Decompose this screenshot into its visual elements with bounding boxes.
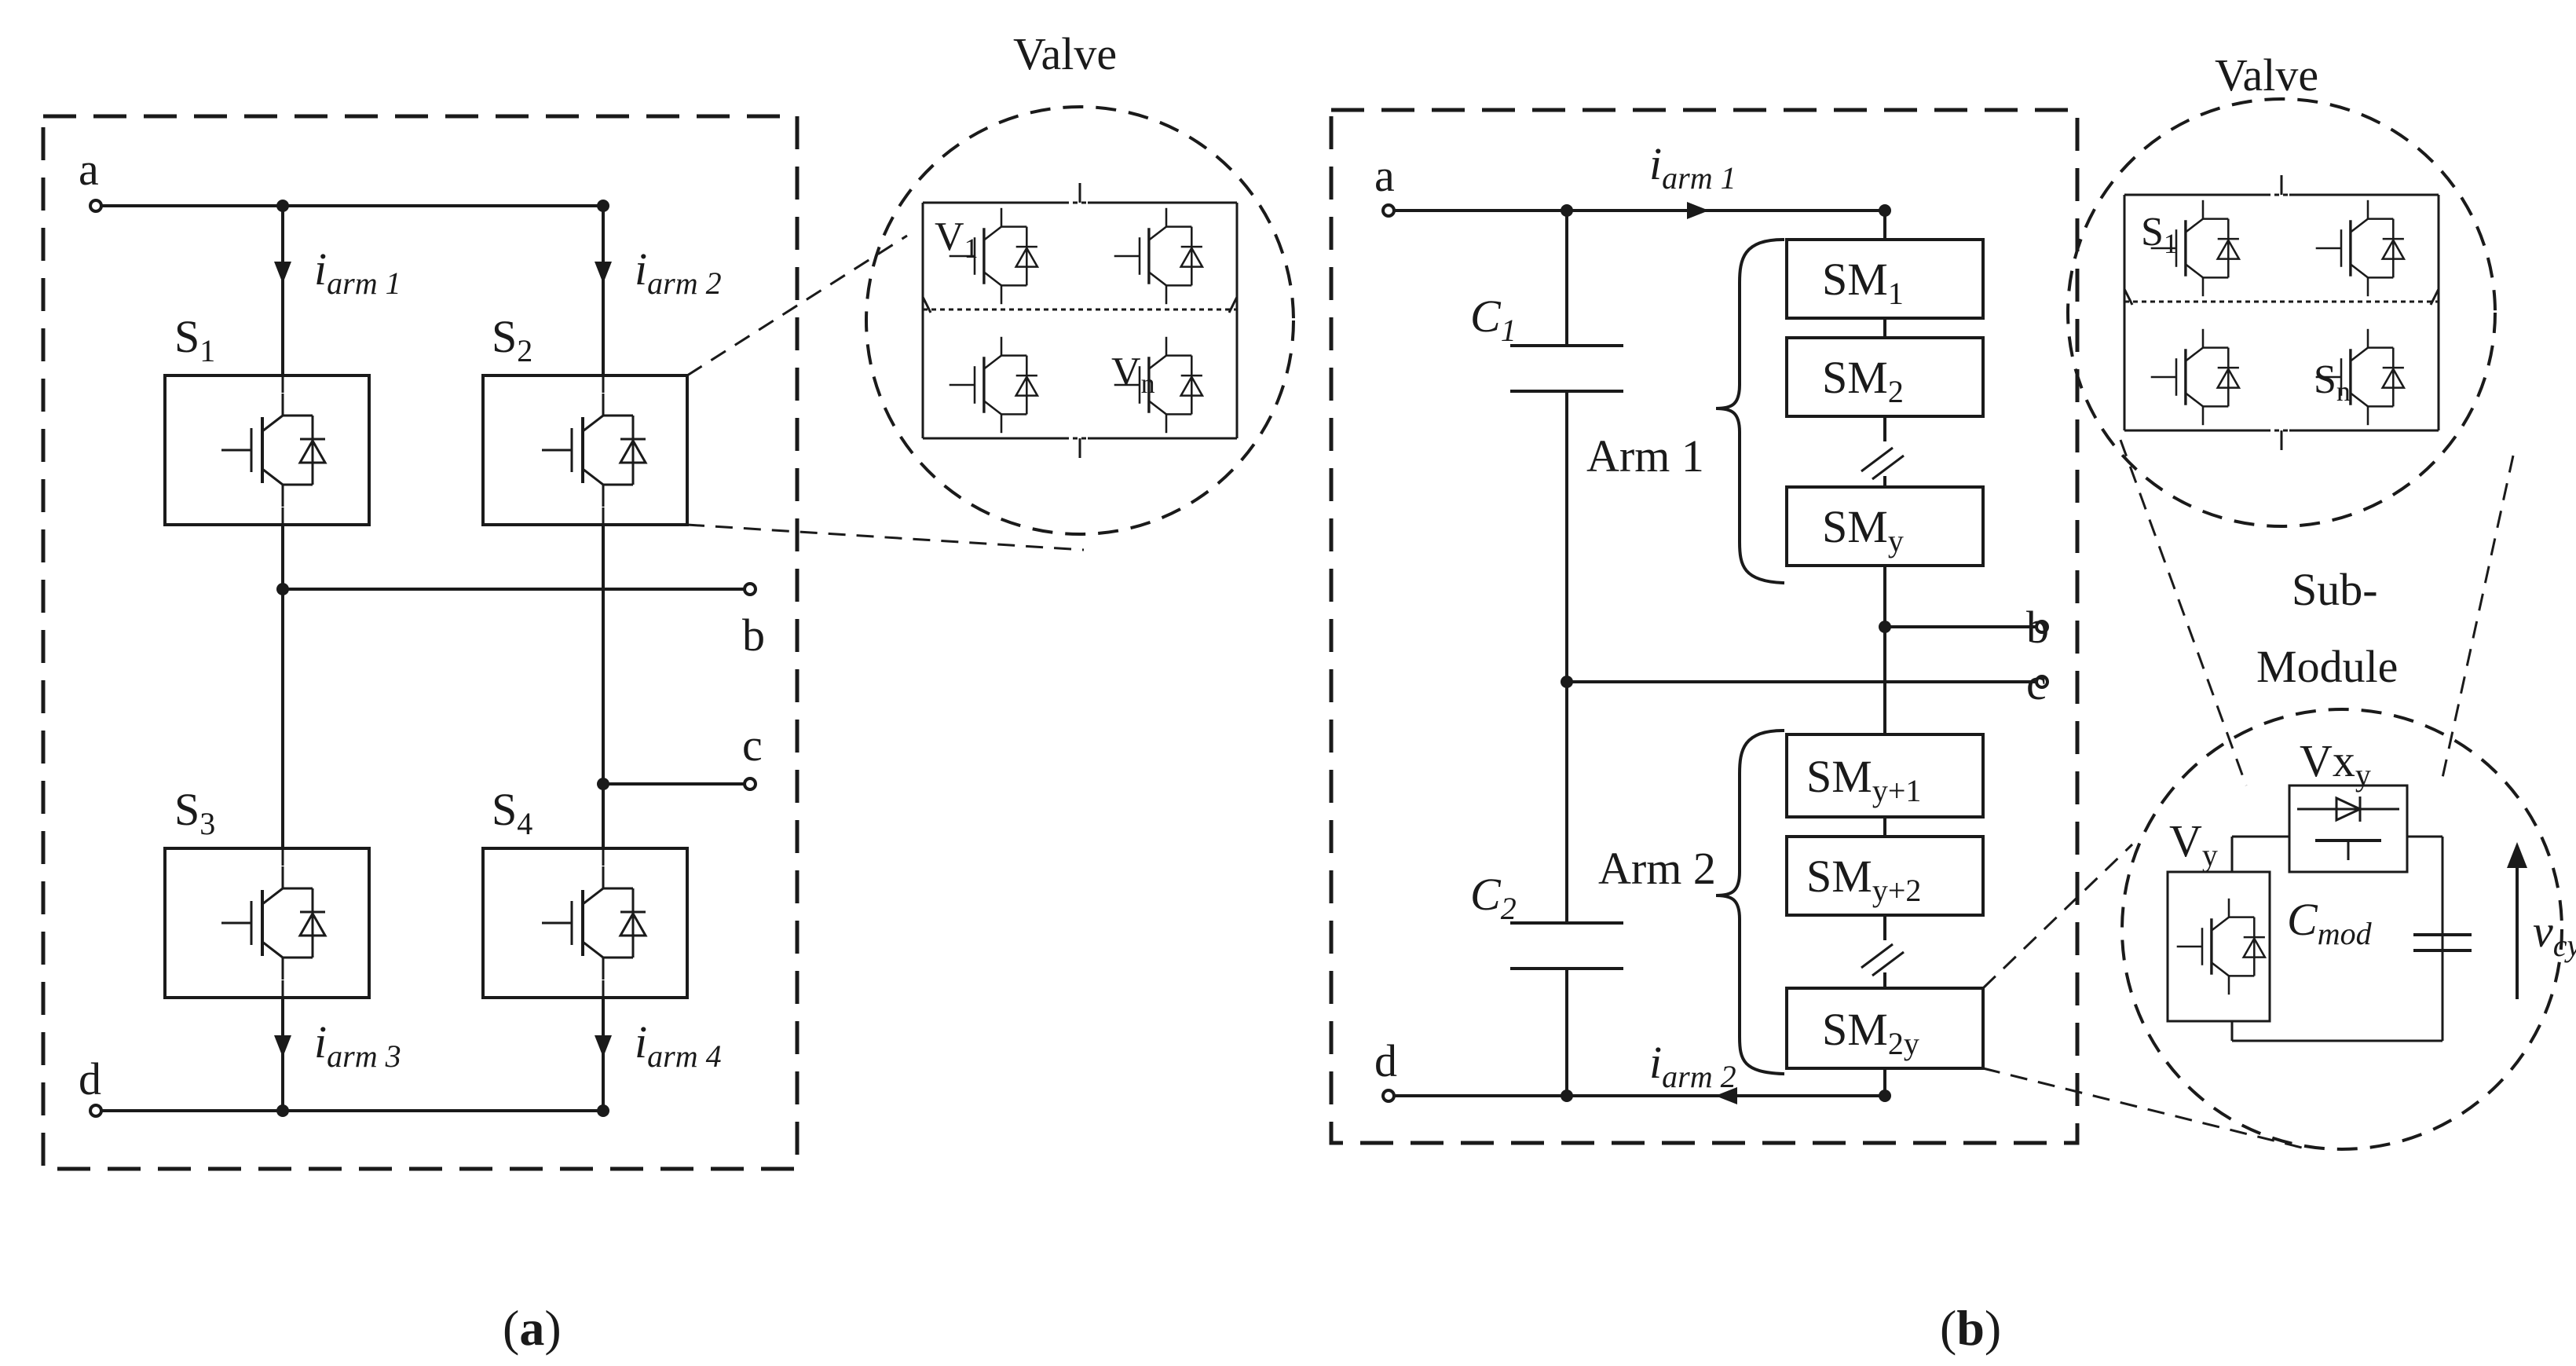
submodule-title-line1: Sub- [2292, 564, 2378, 615]
svg-text:SM2: SM2 [1822, 352, 1904, 409]
svg-text:SMy+2: SMy+2 [1806, 851, 1921, 908]
current-b-bottom-label: iarm 2 [1649, 1037, 1736, 1094]
valve-title-b: Valve [2215, 49, 2318, 101]
svg-text:SM2y: SM2y [1822, 1004, 1919, 1061]
arm1-brace [1715, 237, 1785, 585]
svg-text:SM1: SM1 [1822, 254, 1904, 311]
valve-title-a: Valve [1013, 28, 1117, 79]
svg-text:SMy: SMy [1822, 501, 1904, 558]
submodule-smy: SMy [1785, 485, 1985, 567]
caption-a: (a) [503, 1300, 562, 1356]
cap-c1-label: C1 [1470, 291, 1517, 348]
node-a-label: a [79, 144, 99, 195]
current-arm4-label: iarm 4 [635, 1016, 722, 1074]
switch-s1-label: S1 [174, 311, 215, 368]
submodule-smy1: SMy+1 [1785, 733, 1985, 819]
valve-vn-label: Vn [1111, 350, 1155, 399]
current-b-top-label: iarm 1 [1649, 138, 1736, 196]
valve-v1-label: V1 [935, 214, 979, 264]
sm-vx-label: Vxy [2300, 735, 2371, 793]
panel-a-frame [41, 114, 800, 1171]
submodule-smy2: SMy+2 [1785, 835, 1985, 917]
switch-s2 [481, 374, 689, 526]
submodule-sm1: SM1 [1785, 238, 1985, 320]
switch-s4 [481, 847, 689, 999]
valve-zoom-a: V1 Vn [865, 105, 1295, 536]
sm-vy-label: Vy [2169, 815, 2218, 873]
panel-b-frame [1329, 108, 2080, 1145]
svg-text:SMy+1: SMy+1 [1806, 751, 1921, 808]
cap-c2-label: C2 [1470, 869, 1517, 926]
switch-s4-label: S4 [492, 784, 532, 841]
sm-cmod-label: Cmod [2287, 894, 2373, 951]
valve-s1-label: S1 [2141, 210, 2178, 259]
current-arm2-label: iarm 2 [635, 244, 722, 301]
arm1-label: Arm 1 [1586, 430, 1704, 482]
arm2-brace [1715, 728, 1785, 1076]
valve-sn-label: Sn [2314, 357, 2351, 407]
switch-s1 [163, 374, 371, 526]
node-b-b-label: b [2026, 602, 2049, 653]
panel-a: a b c d iarm 1 iarm 2 iarm 3 iarm 4 [41, 28, 1295, 1356]
valve-zoom-b: S1 Sn [2066, 97, 2497, 528]
node-b-a-label: a [1374, 150, 1395, 201]
node-c-label: c [742, 720, 763, 771]
submodule-sm2: SM2 [1785, 336, 1985, 418]
submodule-zoom: Vxy Vy Cmod vcy [2120, 708, 2576, 1151]
sm-vcy-label: vcy [2533, 906, 2576, 963]
switch-s3-label: S3 [174, 784, 215, 841]
current-arm1-label: iarm 1 [314, 244, 401, 301]
submodule-title-line2: Module [2256, 641, 2398, 692]
node-b-label: b [742, 610, 765, 661]
switch-s3 [163, 847, 371, 999]
panel-b: a b c d C1 C2 iarm 1 iarm 2 Arm 1 Arm 2 … [1329, 49, 2576, 1356]
current-arm3-label: iarm 3 [314, 1016, 401, 1074]
arm2-label: Arm 2 [1598, 843, 1716, 894]
node-b-c-label: c [2026, 658, 2047, 709]
node-d-label: d [79, 1053, 101, 1104]
node-b-d-label: d [1374, 1035, 1397, 1086]
caption-b: (b) [1940, 1300, 2001, 1356]
submodule-sm2y: SM2y [1785, 987, 1985, 1070]
switch-s2-label: S2 [492, 311, 532, 368]
